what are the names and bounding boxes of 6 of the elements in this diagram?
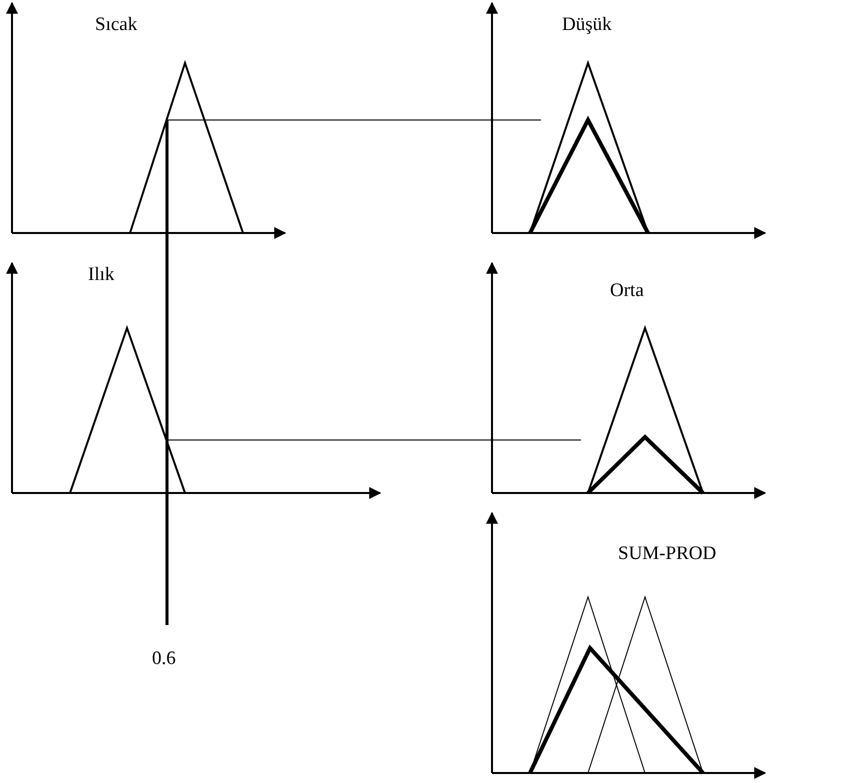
input-value-label: 0.6: [152, 648, 176, 670]
plot-title: Sıcak: [95, 14, 138, 36]
plot-title: Ilık: [88, 264, 114, 286]
plot-title: SUM-PROD: [618, 543, 716, 565]
plot-title: Orta: [610, 280, 644, 302]
plot-title: Düşük: [562, 14, 612, 36]
